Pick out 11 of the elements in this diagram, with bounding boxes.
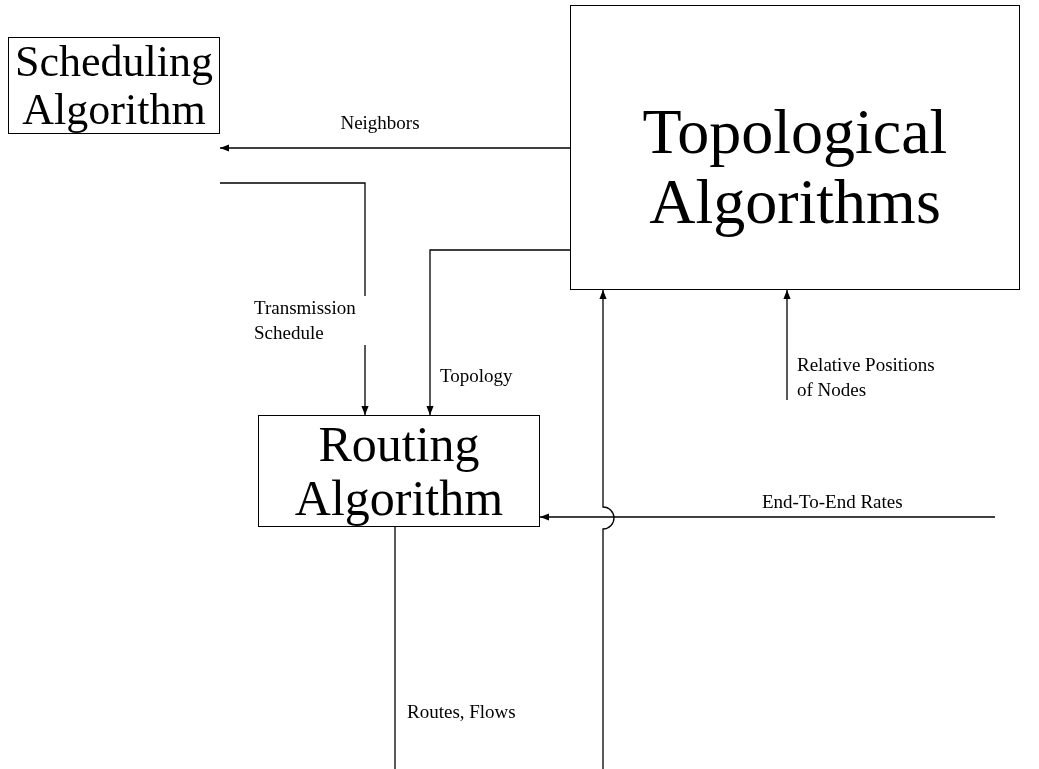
arrow [394,289,615,769]
arrow [219,144,571,152]
arrow [426,249,571,416]
process-box [570,5,1020,290]
node-label: Topological Algorithms [641,97,949,236]
process-box [258,415,540,527]
node-label: Scheduling Algorithm [14,38,214,133]
node-label: Routing Algorithm [293,417,505,525]
arrow [539,513,996,521]
arrow [783,289,791,401]
edge-label: Transmission Schedule [252,296,366,346]
